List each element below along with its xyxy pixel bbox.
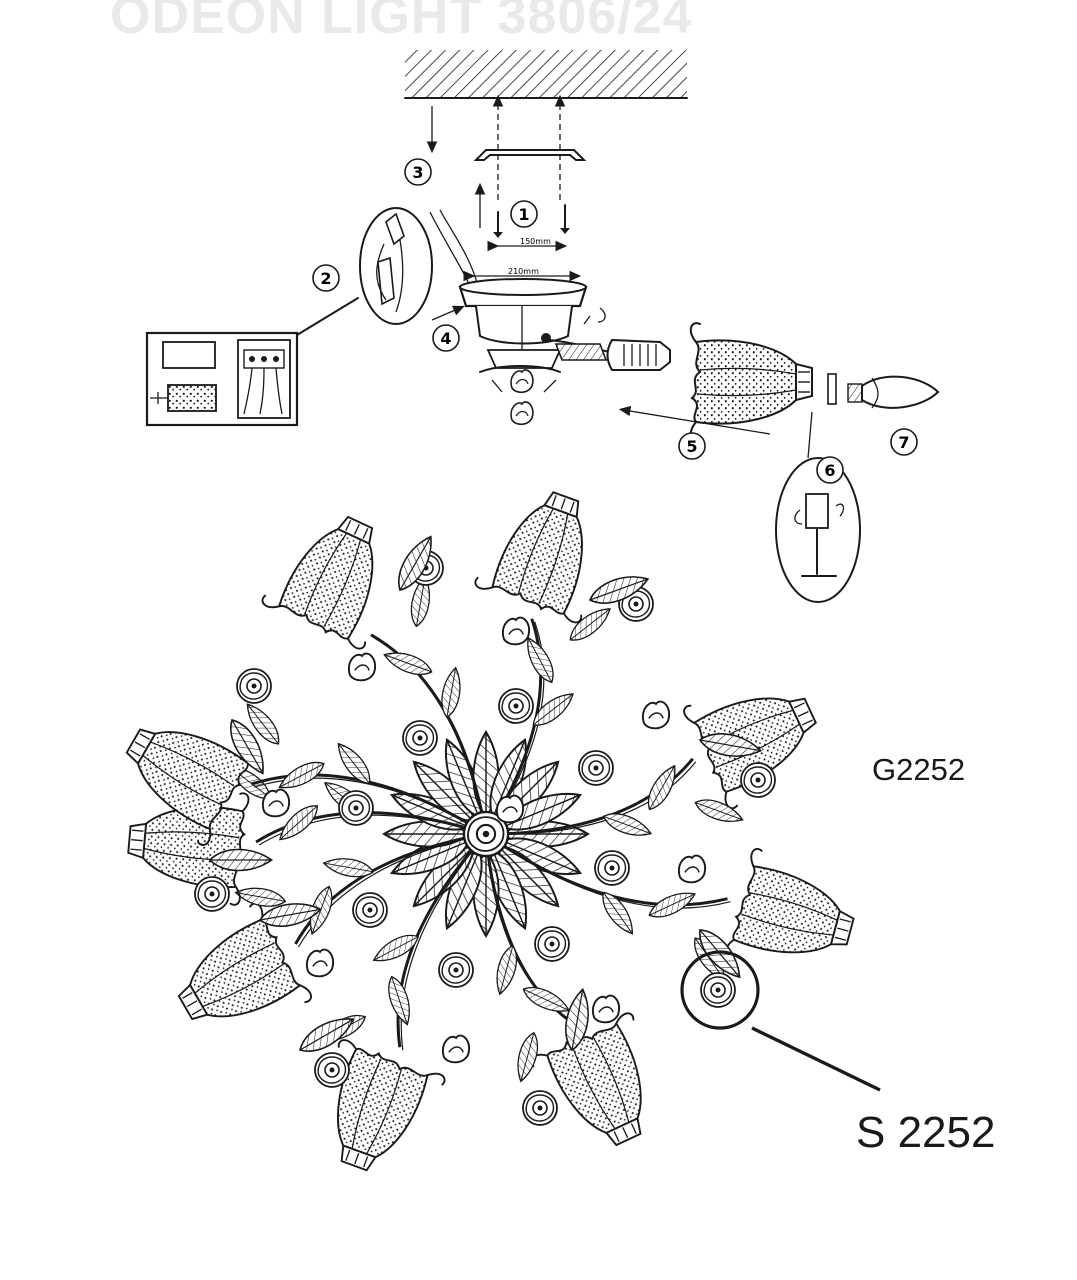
rose-ornament: [740, 762, 776, 798]
rose-bud: [347, 652, 377, 682]
chandelier-top-view: [104, 476, 866, 1186]
rose-bud: [641, 700, 671, 730]
step-marker-6: 6: [816, 456, 844, 484]
rose-bud: [441, 1034, 471, 1064]
tulip-glass-shade: [528, 1010, 681, 1165]
canopy-dimension: 210mm: [508, 267, 539, 276]
rose-ornament: [314, 1052, 350, 1088]
rose-ornament: [700, 972, 736, 1008]
rose-ornament: [438, 952, 474, 988]
rose-ornament: [352, 892, 388, 928]
tulip-glass-shade: [723, 846, 866, 987]
svg-text:3: 3: [412, 163, 423, 182]
wiring-detail-oval: [359, 207, 433, 325]
part-number-label: S 2252: [856, 1108, 996, 1157]
svg-text:6: 6: [824, 461, 835, 480]
rose-ornament: [578, 750, 614, 786]
rose-ornament: [522, 1090, 558, 1126]
faded-header-text: ODEON LIGHT 3806/24: [110, 0, 693, 45]
callout-leader-line: [751, 1026, 881, 1092]
arm-leaf: [519, 980, 574, 1019]
glass-shade-exploded: [689, 322, 813, 442]
arm-leaf: [564, 601, 616, 648]
rose-bud: [677, 854, 707, 884]
svg-text:1: 1: [518, 205, 529, 224]
arm-leaf: [691, 793, 747, 829]
step-marker-7: 7: [890, 428, 918, 456]
arm-leaf: [380, 646, 436, 681]
bracket-dimension: 150mm: [520, 237, 551, 246]
rose-ornament: [498, 688, 534, 724]
step-marker-2: 2: [312, 264, 340, 292]
rose-ornament: [194, 876, 230, 912]
step-marker-5: 5: [678, 432, 706, 460]
arm-leaf: [511, 1029, 543, 1085]
svg-text:4: 4: [440, 329, 451, 348]
rose-bud: [261, 788, 291, 818]
model-number-label: G2252: [872, 752, 966, 787]
rose-bud: [495, 794, 525, 824]
step-marker-3: 3: [404, 158, 432, 186]
step-marker-4: 4: [432, 324, 460, 352]
rose-ornament: [236, 668, 272, 704]
arm-leaf: [437, 665, 465, 720]
rose-bud: [305, 948, 335, 978]
bracket-screw: [560, 204, 570, 234]
rose-bud: [501, 616, 531, 646]
ceiling-hatch: [405, 50, 687, 98]
rose-ornament: [534, 926, 570, 962]
rose-ornament: [338, 790, 374, 826]
tulip-glass-shade: [259, 497, 412, 652]
arm-leaf: [641, 760, 683, 815]
outer-leaf: [209, 848, 273, 872]
arm-leaf: [527, 686, 579, 733]
svg-text:7: 7: [898, 433, 909, 452]
svg-text:2: 2: [320, 269, 331, 288]
rose-ornament: [402, 720, 438, 756]
installation-schematic: 150mm 210mm: [145, 50, 940, 603]
rose-ornament: [594, 850, 630, 886]
mounting-bracket: [473, 149, 587, 161]
candle-bulb: [861, 375, 940, 409]
bracket-screw: [493, 211, 503, 238]
arm-leaf: [369, 928, 423, 969]
arm-leaf: [321, 854, 376, 881]
step-marker-1: 1: [510, 200, 538, 228]
arm-leaf: [491, 942, 522, 998]
callout-circle: [680, 950, 760, 1030]
arm-leaf: [599, 807, 655, 843]
rose-bud: [591, 994, 621, 1024]
svg-text:5: 5: [686, 437, 697, 456]
arm-leaf: [595, 886, 640, 940]
